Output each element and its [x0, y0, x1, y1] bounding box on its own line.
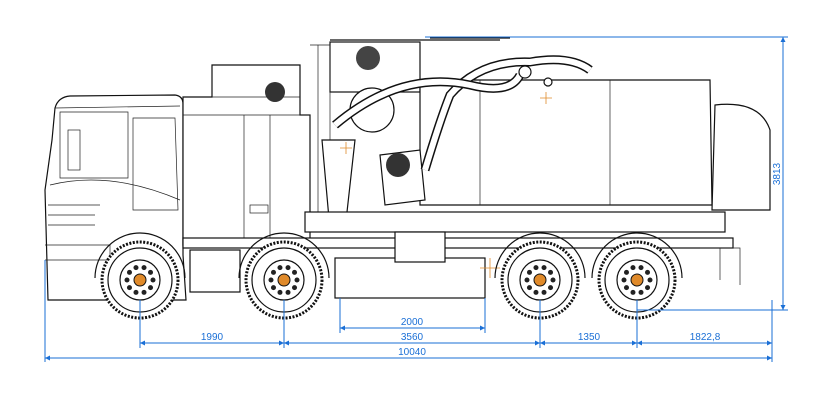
dim-rear-overhang: 1822,8	[690, 332, 721, 343]
equipment-cabinet	[182, 64, 311, 293]
vacuum-tank	[310, 37, 771, 231]
dim-wheelbase-front: 1990	[201, 332, 224, 343]
wheel-2	[238, 232, 330, 320]
dim-inner-span: 2000	[401, 317, 424, 328]
dimensions: 2000 1990 3560 1350 1822,8 10040 3813	[44, 36, 788, 362]
dim-overall-length: 10040	[398, 347, 426, 358]
dim-overall-height: 3813	[772, 162, 783, 185]
dim-rear-axle-spacing: 1350	[578, 332, 601, 343]
suction-hose	[332, 55, 593, 172]
wheel-4	[591, 232, 683, 320]
wheel-1	[94, 232, 186, 320]
dim-wheelbase-middle: 3560	[401, 332, 424, 343]
chassis-frame	[182, 92, 741, 299]
